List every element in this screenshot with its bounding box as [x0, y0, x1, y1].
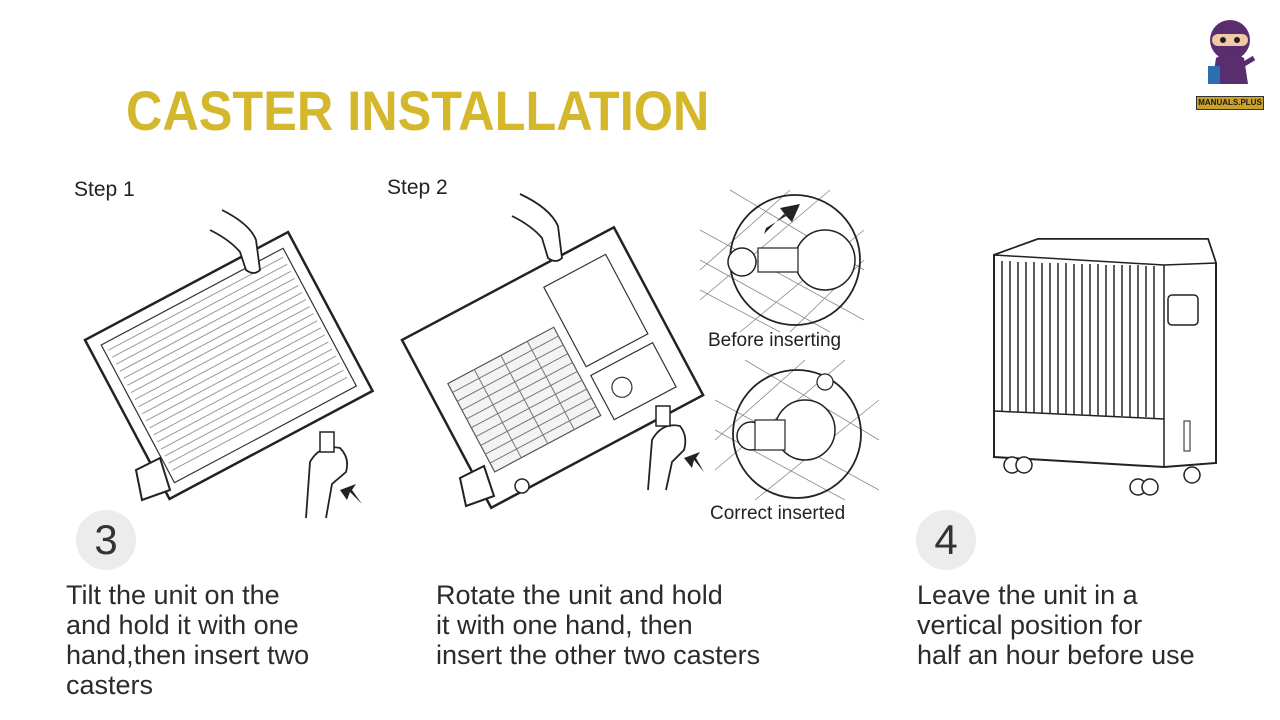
step-1-illustration — [70, 200, 375, 520]
correct-inserted-inset — [714, 359, 880, 501]
instruction-line: it with one hand, then — [436, 610, 693, 640]
instruction-line: Leave the unit in a — [917, 580, 1138, 610]
instruction-block-2: Rotate the unit and hold it with one han… — [436, 580, 760, 670]
correct-inserted-caption: Correct inserted — [710, 503, 846, 524]
logo — [1200, 14, 1260, 110]
instruction-line: and hold it with one — [66, 610, 299, 640]
instruction-line: hand,then insert two — [66, 640, 310, 670]
instruction-line: Rotate the unit and hold — [436, 580, 723, 610]
instruction-line: vertical position for — [917, 610, 1143, 640]
page-title: CASTER INSTALLATION — [126, 79, 710, 142]
step-2-label: Step 2 — [387, 176, 448, 199]
instruction-line: half an hour before use — [917, 640, 1195, 670]
upright-unit-illustration — [988, 235, 1220, 505]
before-inserting-inset — [699, 189, 865, 333]
instruction-block-3: Leave the unit in a vertical position fo… — [917, 580, 1195, 670]
instruction-line: insert the other two casters — [436, 640, 761, 670]
step-number-3: 3 — [76, 510, 136, 570]
step-2-illustration — [390, 190, 710, 520]
step-1-label: Step 1 — [74, 178, 135, 201]
before-inserting-caption: Before inserting — [708, 330, 842, 351]
ninja-mascot-icon — [1208, 20, 1256, 84]
instruction-line: casters — [66, 670, 154, 700]
logo-text: MANUALS.PLUS — [1196, 96, 1264, 110]
instruction-block-1: Tilt the unit on the and hold it with on… — [66, 580, 309, 700]
instruction-line: Tilt the unit on the — [66, 580, 280, 610]
step-number-4: 4 — [916, 510, 976, 570]
